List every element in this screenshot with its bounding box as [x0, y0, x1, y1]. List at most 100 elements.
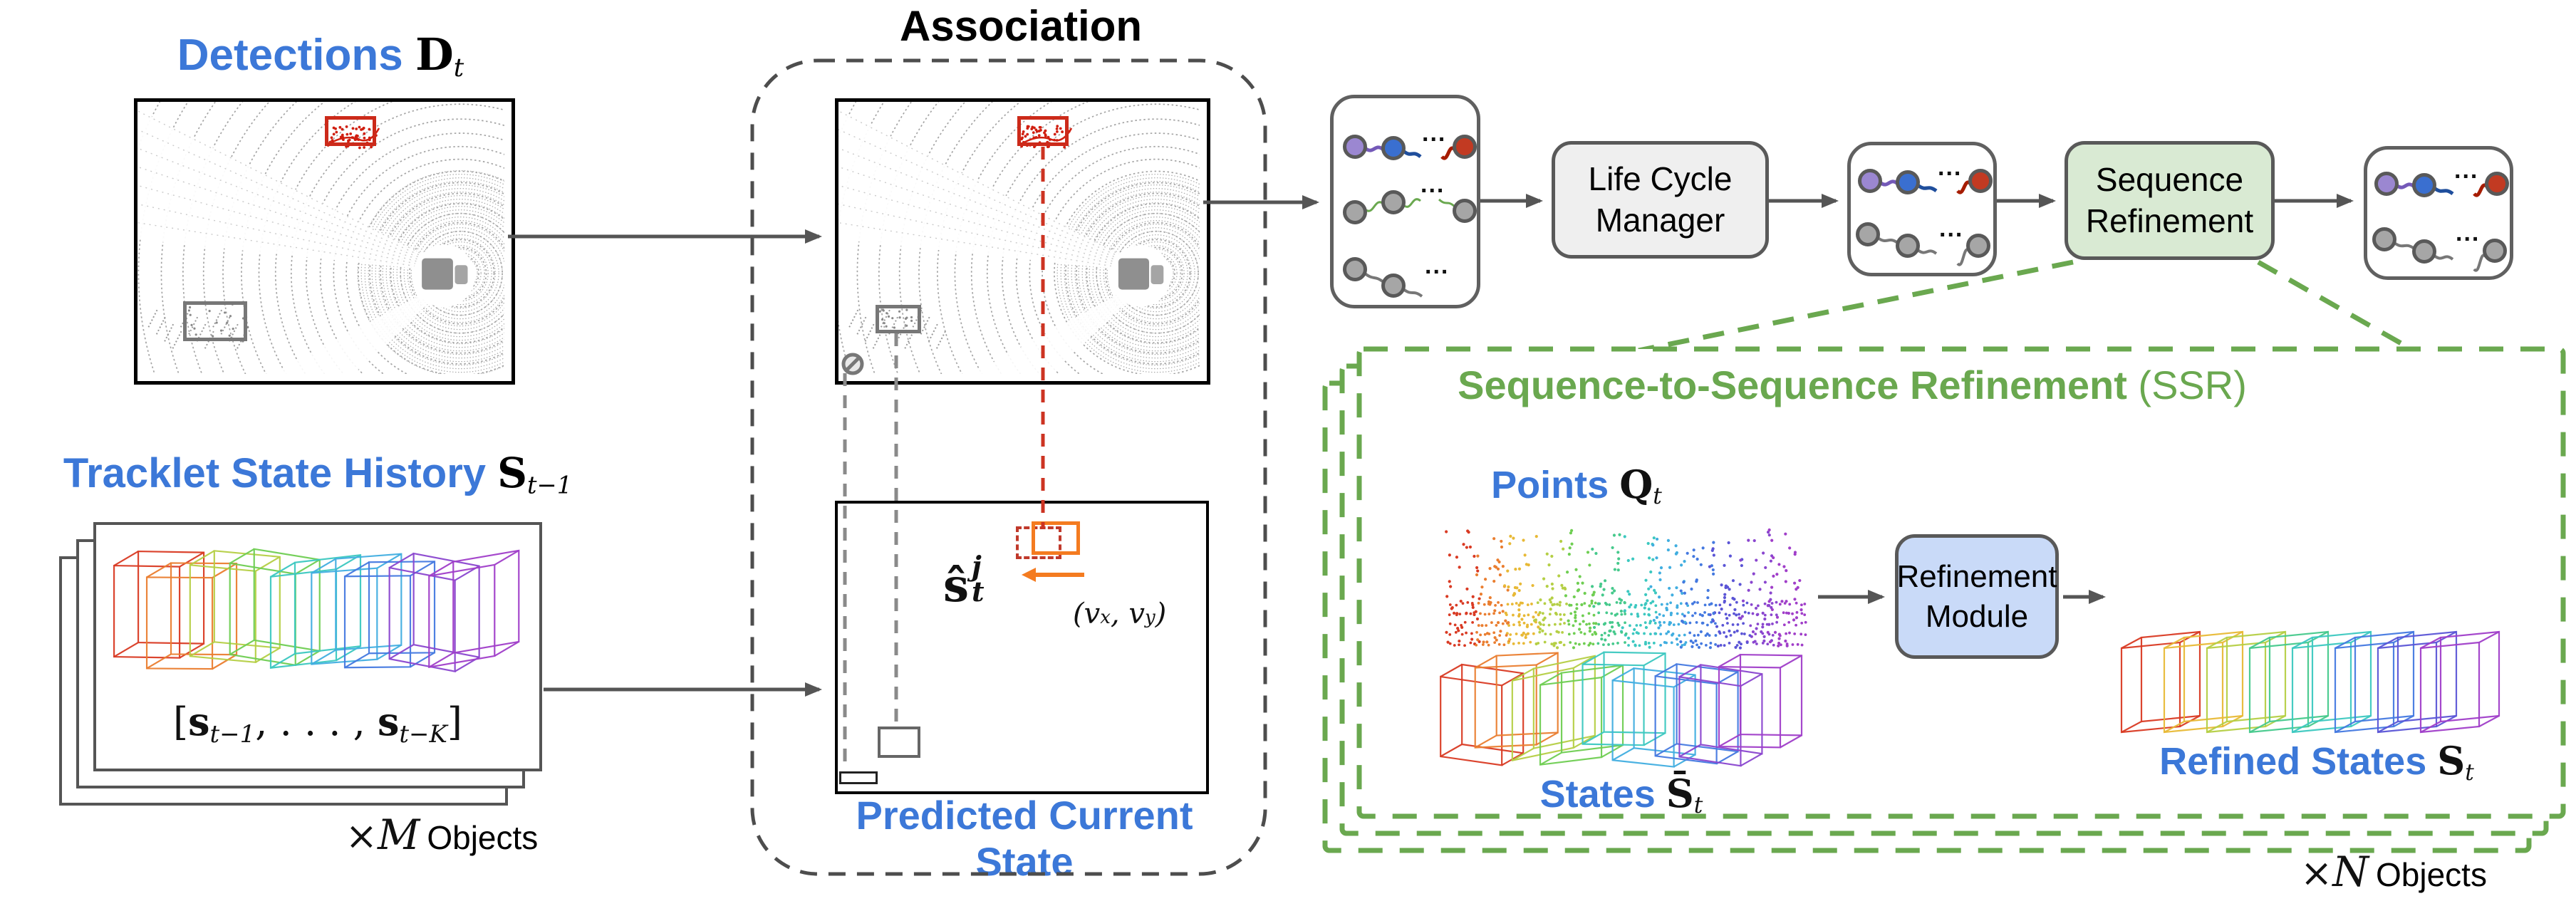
- points-cloud-image: [1445, 520, 1809, 662]
- detections-lidar-panel: [134, 98, 515, 385]
- seq-s2: s: [377, 699, 400, 744]
- states-symbol-sub: t: [1693, 792, 1703, 818]
- seq-open: [: [173, 699, 189, 744]
- refined-wireframe-boxes: [2114, 617, 2515, 745]
- predicted-gray-box: [878, 727, 920, 758]
- seq-s1: s: [188, 699, 210, 744]
- states-label: States S̄t: [1504, 771, 1739, 818]
- refmod-line1: Refinement: [1896, 559, 2057, 595]
- seq-sub2: t−K: [399, 720, 447, 749]
- points-symbol: Q: [1619, 462, 1653, 507]
- ssr-title-paren: (SSR): [2126, 363, 2247, 407]
- vel-close: ): [1155, 598, 1167, 630]
- tracklet-graph-box-1: .........: [1330, 95, 1480, 308]
- history-title: Tracklet State History St−1: [61, 449, 574, 499]
- detections-title: Detections Dt: [114, 28, 527, 83]
- svg-text:...: ...: [1422, 120, 1446, 147]
- n-var: N: [2332, 848, 2369, 896]
- m-var: M: [377, 811, 420, 859]
- ssr-callout-left-line: [1638, 259, 2074, 353]
- svg-text:...: ...: [2454, 157, 2478, 184]
- points-cloud-image-svg: [1445, 528, 1807, 650]
- ssr-callout-right-line: [2257, 259, 2415, 353]
- tracklet-graph-svg: ......: [2372, 157, 2509, 272]
- svg-text:...: ...: [2456, 219, 2480, 246]
- svg-text:...: ...: [1425, 252, 1449, 279]
- tracklet-graph-svg: .........: [1343, 120, 1477, 298]
- velocity-arrow: [1022, 568, 1084, 582]
- n-word: Objects: [2376, 856, 2487, 893]
- tracklet-graph-svg: ......: [1856, 154, 1993, 266]
- lcm-line2: Manager: [1595, 201, 1725, 239]
- association-title-text: Association: [899, 2, 1143, 50]
- association-lidar-panel: [835, 98, 1210, 385]
- m-word: Objects: [427, 819, 539, 856]
- seqref-line1: Sequence: [2095, 160, 2244, 198]
- ssr-title: Sequence-to-Sequence Refinement (SSR): [1411, 362, 2294, 408]
- states-wireframe-boxes-svg: [1440, 651, 1803, 768]
- history-symbol: S: [497, 449, 528, 497]
- points-label-text: Points: [1491, 464, 1609, 506]
- association-title: Association: [807, 1, 1235, 51]
- detections-title-text: Detections: [177, 31, 403, 80]
- seq-sub1: t−1: [209, 720, 256, 749]
- history-symbol-sub: t−1: [527, 471, 573, 499]
- history-wireframe-boxes: [106, 529, 534, 694]
- refmod-line2: Module: [1925, 598, 2029, 634]
- refined-states-label: Refined States St: [2089, 738, 2545, 786]
- no-entry-icon: [841, 353, 864, 375]
- predicted-orange-box: [1032, 521, 1080, 555]
- ssr-title-main: Sequence-to-Sequence Refinement: [1458, 363, 2127, 407]
- states-symbol: S̄: [1666, 771, 1694, 816]
- n-times: ×: [2300, 850, 2333, 895]
- detection-red-box-1: [325, 116, 376, 146]
- predicted-small-box: [839, 771, 878, 784]
- tracklet-graph-box-3: ......: [2364, 146, 2513, 280]
- refined-states-label-text: Refined States: [2159, 740, 2427, 783]
- states-wireframe-boxes: [1433, 638, 1807, 774]
- seqref-line2: Refinement: [2085, 202, 2254, 239]
- refined-wireframe-boxes-svg: [2120, 630, 2500, 734]
- m-times: ×: [345, 813, 378, 858]
- points-symbol-sub: t: [1653, 483, 1662, 509]
- shat-glyph: ŝ: [943, 559, 970, 613]
- detection-gray-box-2: [876, 305, 921, 333]
- sequence-refinement-box: Sequence Refinement: [2065, 141, 2275, 260]
- history-sequence-formula: [st−1, . . . , st−K]: [96, 699, 539, 749]
- detection-gray-box-1: [183, 301, 247, 341]
- detections-symbol: D: [415, 28, 454, 80]
- velocity-label: (vx, vy): [1073, 598, 1166, 630]
- points-label: Points Qt: [1459, 462, 1694, 509]
- lcm-line1: Life Cycle: [1588, 160, 1733, 197]
- lidar-point-cloud-1-svg: [137, 102, 504, 374]
- vel-open: (: [1073, 598, 1084, 630]
- svg-text:...: ...: [1939, 215, 1963, 242]
- detection-red-box-2: [1017, 116, 1069, 146]
- predicted-state-label: Predicted Current State: [804, 792, 1245, 885]
- predicted-state-label-text: Predicted Current State: [856, 793, 1193, 884]
- vel-comma: ,: [1110, 598, 1129, 630]
- vel-s1: x: [1100, 607, 1111, 628]
- svg-text:...: ...: [1938, 154, 1962, 181]
- refined-states-symbol-sub: t: [2465, 759, 2474, 786]
- vel-v2: v: [1128, 598, 1145, 630]
- seq-dots: , . . . ,: [255, 699, 365, 744]
- seq-close: ]: [447, 699, 462, 744]
- vel-v1: v: [1084, 598, 1101, 630]
- history-wireframe-boxes-svg: [113, 548, 520, 673]
- svg-text:...: ...: [1421, 171, 1445, 198]
- tracklet-graph-box-2: ......: [1847, 142, 1997, 276]
- lidar-point-cloud-1: [137, 102, 504, 374]
- life-cycle-manager-box: Life Cycle Manager: [1552, 141, 1769, 259]
- vel-s2: y: [1144, 607, 1155, 628]
- refinement-module-box: Refinement Module: [1895, 534, 2059, 659]
- history-title-text: Tracklet State History: [63, 450, 487, 496]
- history-card-front: [st−1, . . . , st−K]: [93, 522, 542, 771]
- refined-states-symbol: S: [2437, 738, 2466, 783]
- states-label-text: States: [1539, 773, 1656, 816]
